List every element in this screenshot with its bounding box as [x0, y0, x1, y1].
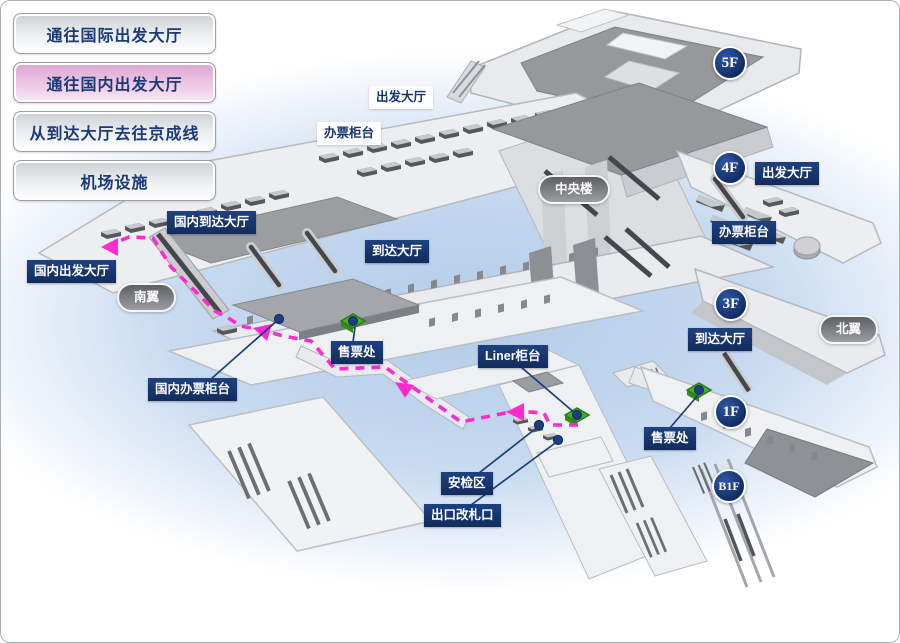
label-security-area: 安检区 [441, 472, 493, 495]
label-arrival-hall-center: 到达大厅 [365, 240, 430, 263]
label-exit-ticket-gates: 出口改札口 [424, 504, 501, 527]
pill-central-building: 中央楼 [538, 175, 610, 204]
label-arrival-hall-3f: 到达大厅 [688, 328, 753, 351]
menu-item-international-departures[interactable]: 通往国际出发大厅 [13, 13, 216, 54]
label-domestic-checkin-counter: 国内办票柜台 [148, 378, 238, 401]
escalators-4f-3f [246, 174, 748, 290]
security-area-dot [533, 419, 545, 431]
label-departure-hall-top: 出发大厅 [369, 86, 434, 109]
badge-b1f: B1F [712, 469, 746, 503]
route-arrow-security [506, 403, 524, 421]
route-arrow-end [101, 238, 118, 256]
badge-1f: 1F [714, 395, 748, 429]
exit-gate-dot [552, 434, 564, 446]
label-departure-hall-4f: 出发大厅 [755, 162, 820, 185]
label-ticket-office-1f: 售票处 [644, 427, 696, 450]
label-checkin-counter-4f: 办票柜台 [712, 221, 777, 244]
menu-item-airport-facilities[interactable]: 机场设施 [13, 160, 216, 201]
pill-south-wing: 南翼 [117, 283, 177, 312]
badge-4f: 4F [713, 151, 747, 185]
label-liner-counter: Liner柜台 [478, 345, 548, 368]
label-domestic-departure-hall: 国内出发大厅 [27, 260, 117, 283]
menu-item-arrivals-to-keisei-line[interactable]: 从到达大厅去往京成线 [13, 111, 216, 152]
route-arrow-walkway [395, 382, 414, 398]
label-domestic-arrival-hall: 国内到达大厅 [167, 211, 257, 234]
badge-3f: 3F [714, 287, 748, 321]
domestic-checkin-dot [273, 313, 285, 325]
label-checkin-counter-top: 办票柜台 [317, 122, 382, 145]
label-ticket-office-center: 售票处 [331, 341, 383, 364]
badge-5f: 5F [713, 46, 747, 80]
menu-item-domestic-departures[interactable]: 通往国内出发大厅 [13, 62, 216, 103]
pill-north-wing: 北翼 [819, 315, 879, 344]
escalator-route-ramp [148, 227, 230, 320]
